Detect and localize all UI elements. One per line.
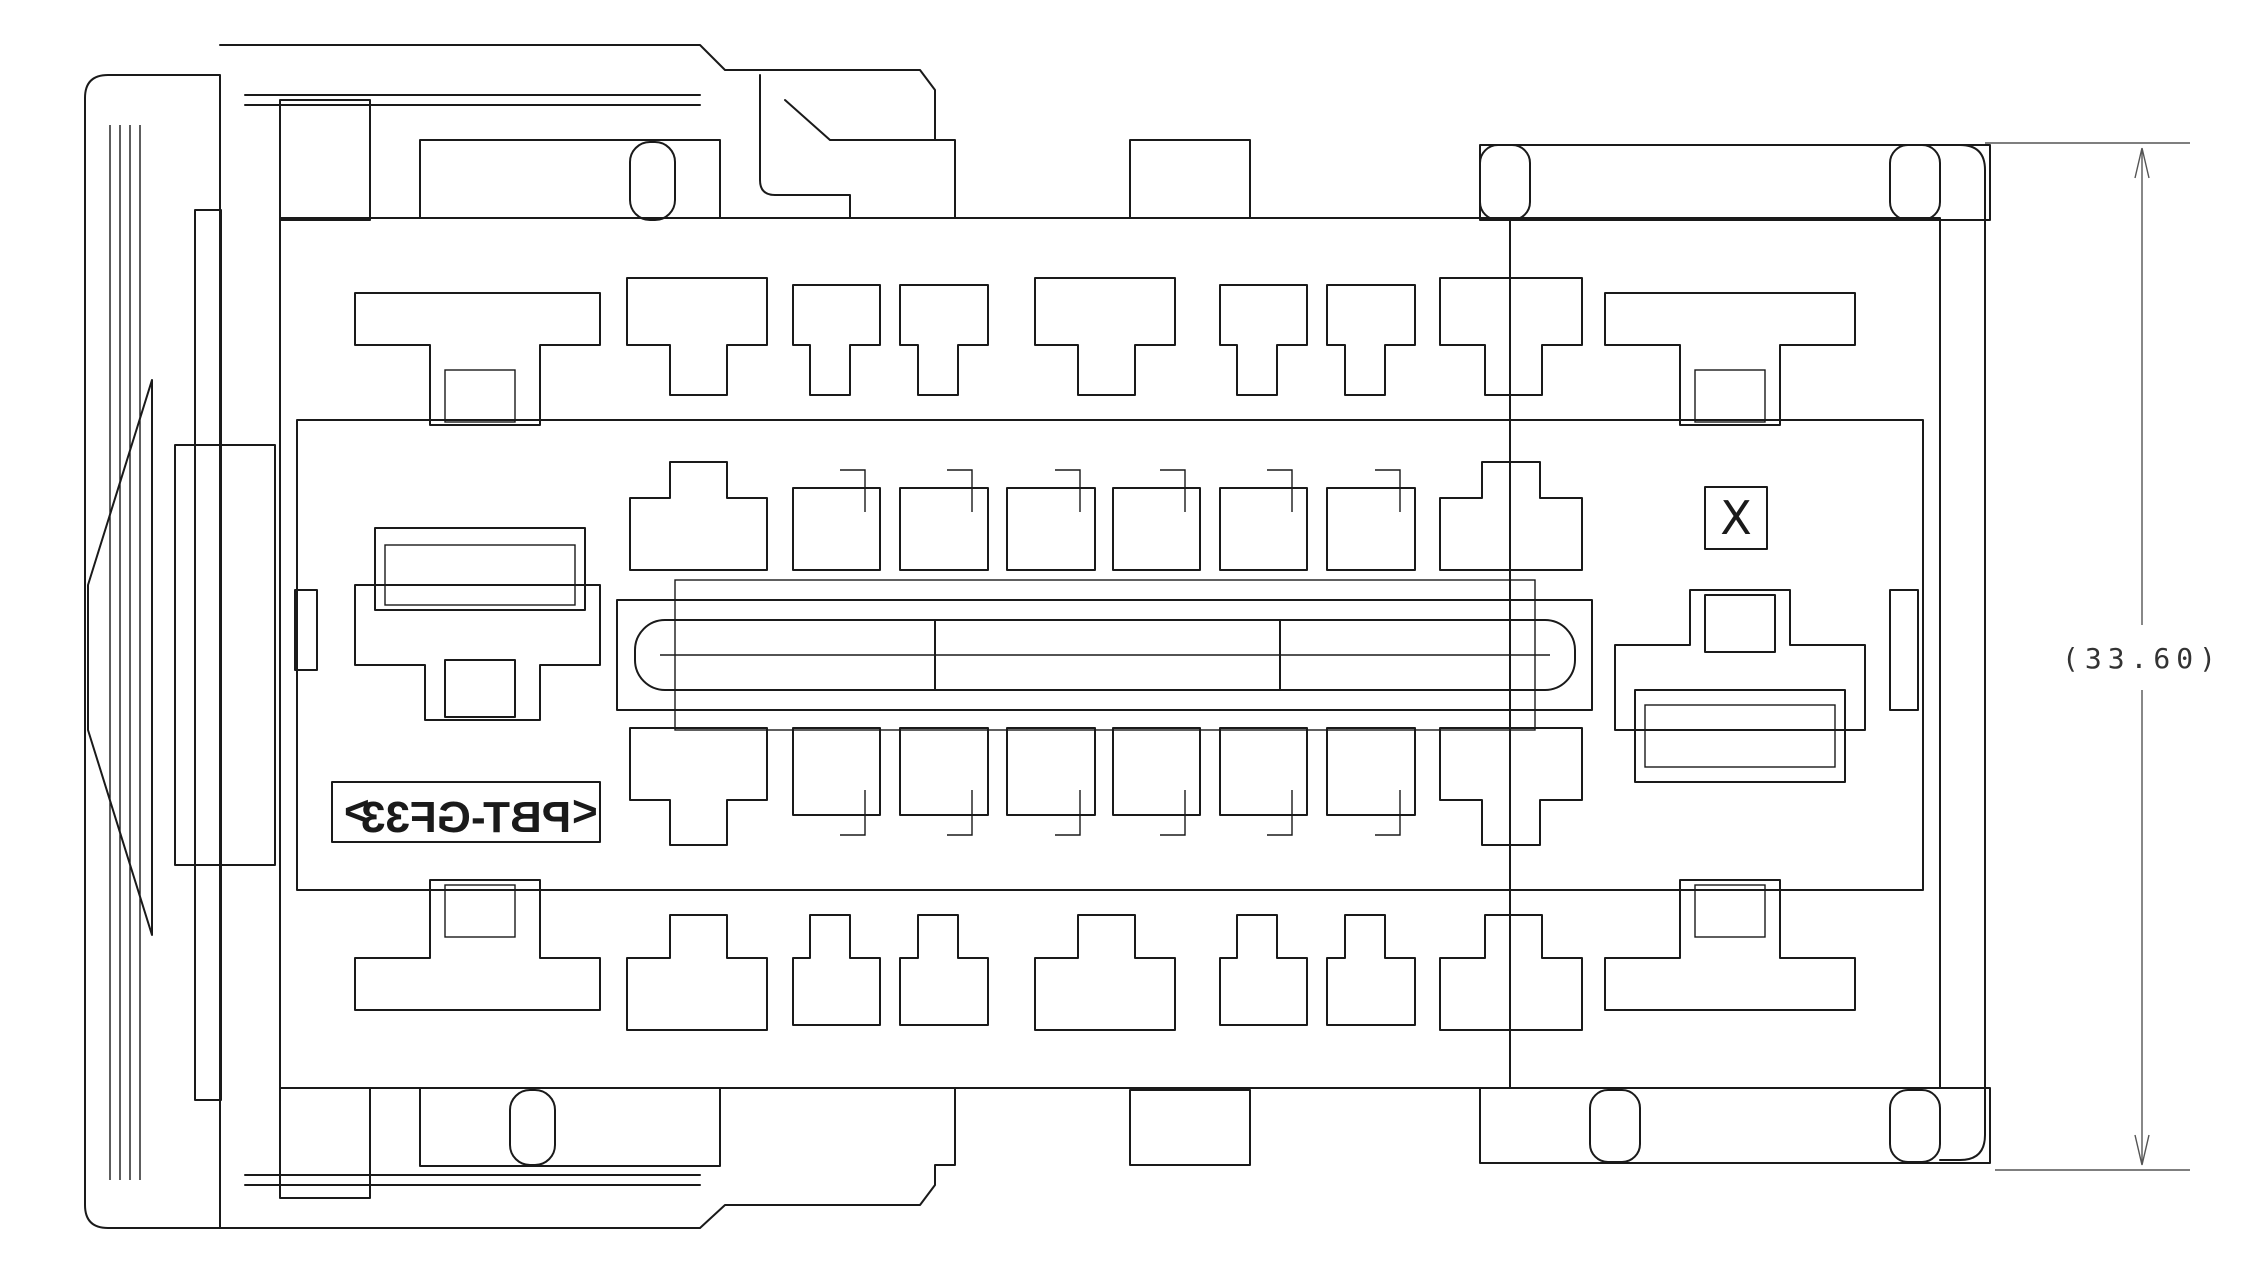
material-marking-label: PBT-GF33: [361, 793, 571, 842]
cavity-row-bottom: [354, 879, 1856, 1031]
left-mid-latch: [354, 527, 601, 721]
position-marker: X: [1704, 486, 1768, 550]
position-marker-label: X: [1720, 491, 1752, 545]
dimension-label: (33.60): [2062, 642, 2222, 675]
right-side-slot: [1889, 589, 1919, 711]
terminal-row-lower: [629, 727, 1583, 846]
cavity-row-top: [354, 277, 1856, 426]
main-body: [279, 217, 1941, 1089]
marking-arrow-right: >: [572, 787, 598, 836]
marking-arrow-left: <: [344, 787, 370, 836]
material-marking: PBT-GF33 < >: [331, 781, 601, 843]
right-mid-latch: [1614, 589, 1866, 783]
housing-bottom: [219, 1087, 1991, 1229]
inner-wall: [296, 419, 1924, 891]
center-rail: [616, 579, 1593, 731]
terminal-row-upper: [629, 461, 1583, 571]
housing-top: [219, 44, 1991, 1161]
dimension-height: (33.60): [1985, 142, 2222, 1171]
left-latch: [84, 74, 318, 1229]
